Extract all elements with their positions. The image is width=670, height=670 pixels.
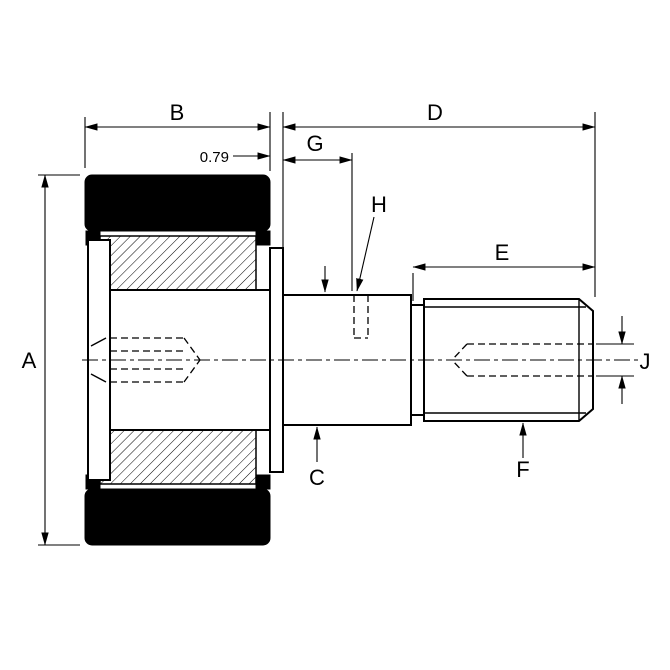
hex-socket-left-point-top [183, 337, 201, 361]
dimension-e: E [412, 240, 596, 301]
dimension-a: A [22, 174, 80, 546]
hex-socket-right-point-top [451, 343, 468, 361]
hex-socket-right-point-bottom [451, 359, 468, 377]
dim-label-offset: 0.79 [200, 149, 229, 166]
hex-socket-left-point-bottom [183, 359, 201, 383]
dim-label-e: E [495, 240, 510, 265]
inner-ring-top-hatch [99, 235, 257, 291]
hidden-details [110, 295, 592, 383]
dim-label-f: F [516, 457, 529, 482]
dimension-g: G [282, 131, 353, 291]
dim-label-j: J [640, 349, 651, 374]
dimension-b: B [84, 100, 271, 171]
dimension-f: F [516, 422, 530, 482]
dimension-c: C [309, 426, 325, 490]
dimension-j: J [596, 316, 651, 404]
dim-label-b: B [170, 100, 185, 125]
seal-bottom-right [255, 474, 271, 490]
seal-top-right [255, 230, 271, 246]
hex-face-edge-bottom [90, 373, 107, 383]
dim-label-h: H [371, 192, 387, 217]
dim-label-c: C [309, 465, 325, 490]
hex-face-edge-top [90, 337, 107, 347]
roller-outer-band-bottom [84, 488, 271, 546]
dim-label-g: G [306, 131, 323, 156]
leader-line [356, 216, 375, 292]
dimensions: A B 0.79 D G [22, 100, 651, 546]
dim-label-d: D [427, 100, 443, 125]
dim-label-a: A [22, 348, 37, 373]
dimension-h: H [321, 192, 387, 293]
roller-outer-band-top [84, 174, 271, 232]
dimension-offset: 0.79 [200, 112, 284, 248]
inner-ring-bottom-hatch [99, 429, 257, 485]
